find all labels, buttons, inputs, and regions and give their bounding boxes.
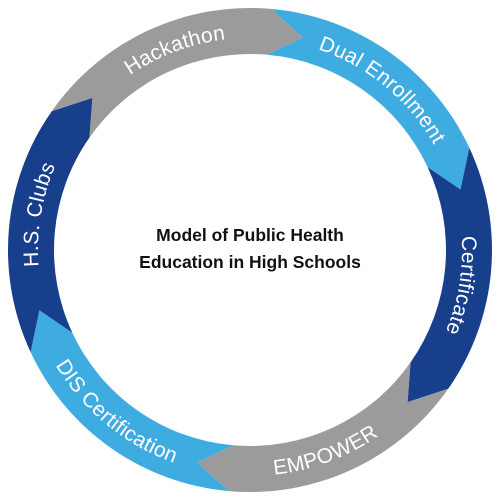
segment-dis-certification — [30, 310, 233, 492]
diagram-title: Model of Public Health Education in High… — [70, 222, 430, 276]
segment-certificate — [407, 147, 493, 403]
diagram-title-line-1: Model of Public Health — [156, 225, 344, 245]
segment-hackathon — [51, 7, 303, 138]
segment-h-s-clubs — [7, 97, 93, 353]
segment-dual-enrollment — [267, 8, 470, 190]
diagram-title-line-2: Education in High Schools — [139, 252, 361, 272]
segment-empower — [197, 362, 449, 493]
